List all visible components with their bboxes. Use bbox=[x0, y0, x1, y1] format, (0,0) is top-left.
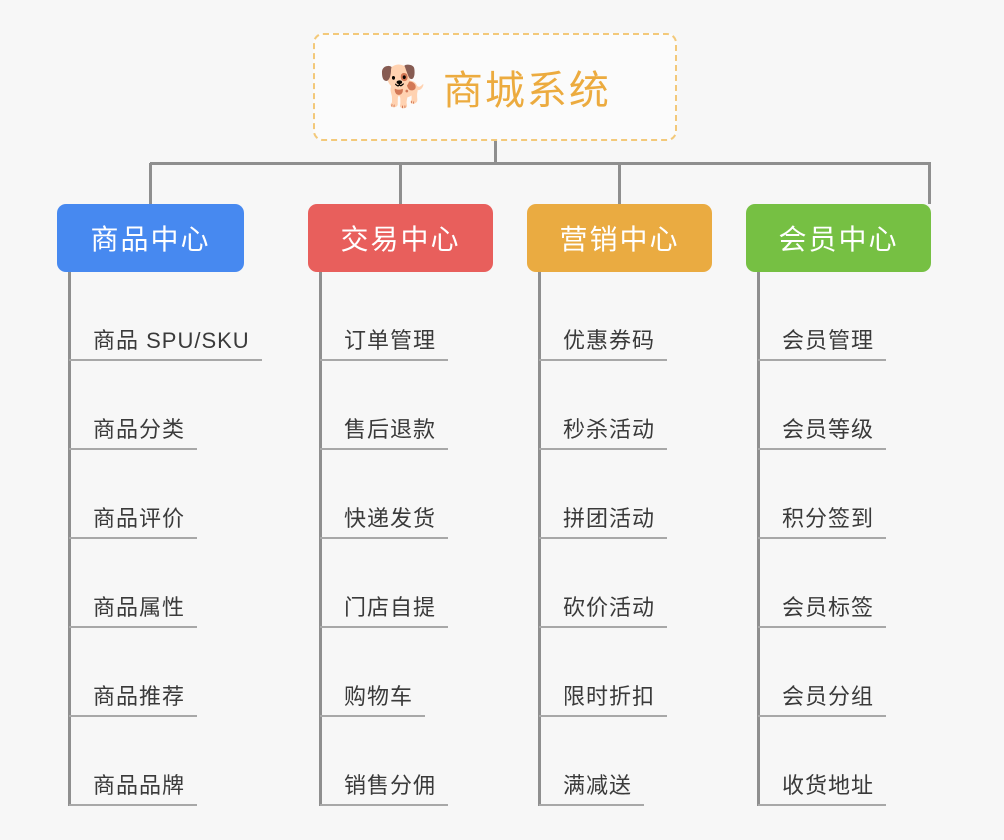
leaf-underline bbox=[320, 359, 448, 361]
leaf-label: 会员分组 bbox=[782, 684, 875, 709]
leaf-underline bbox=[69, 715, 197, 717]
page-title: 商城系统 bbox=[442, 69, 611, 113]
leaf-underline bbox=[758, 448, 886, 450]
leaf-underline bbox=[69, 359, 262, 361]
leaf-label: 快递发货 bbox=[344, 506, 437, 531]
leaf-label: 会员等级 bbox=[782, 417, 875, 442]
leaf-node[interactable]: 优惠券码 bbox=[527, 272, 712, 361]
leaf-underline bbox=[320, 448, 448, 450]
leaf-node[interactable]: 商品属性 bbox=[57, 539, 244, 628]
leaf-node[interactable]: 会员管理 bbox=[746, 272, 931, 361]
leaf-underline bbox=[69, 448, 197, 450]
leaf-underline bbox=[320, 626, 448, 628]
leaf-label: 购物车 bbox=[344, 684, 414, 709]
branch-node[interactable]: 商品中心 bbox=[57, 204, 244, 272]
leaf-label: 订单管理 bbox=[344, 328, 437, 353]
leaf-label: 销售分佣 bbox=[344, 773, 437, 798]
leaf-node[interactable]: 积分签到 bbox=[746, 450, 931, 539]
leaf-label: 积分签到 bbox=[782, 506, 875, 531]
leaf-node[interactable]: 砍价活动 bbox=[527, 539, 712, 628]
branch-column: 会员中心会员管理会员等级积分签到会员标签会员分组收货地址 bbox=[746, 204, 931, 806]
branch-spine bbox=[538, 272, 541, 806]
leaf-node[interactable]: 商品评价 bbox=[57, 450, 244, 539]
leaf-node[interactable]: 销售分佣 bbox=[308, 717, 493, 806]
leaf-label: 收货地址 bbox=[782, 773, 875, 798]
leaf-list: 订单管理售后退款快递发货门店自提购物车销售分佣 bbox=[308, 272, 493, 806]
leaf-label: 限时折扣 bbox=[563, 684, 656, 709]
leaf-node[interactable]: 商品 SPU/SKU bbox=[57, 272, 262, 361]
leaf-underline bbox=[69, 804, 197, 806]
leaf-node[interactable]: 商品推荐 bbox=[57, 628, 244, 717]
leaf-node[interactable]: 门店自提 bbox=[308, 539, 493, 628]
leaf-node[interactable]: 拼团活动 bbox=[527, 450, 712, 539]
leaf-list: 优惠券码秒杀活动拼团活动砍价活动限时折扣满减送 bbox=[527, 272, 712, 806]
branch-node[interactable]: 营销中心 bbox=[527, 204, 712, 272]
leaf-node[interactable]: 秒杀活动 bbox=[527, 361, 712, 450]
leaf-underline bbox=[539, 715, 667, 717]
leaf-node[interactable]: 商品品牌 bbox=[57, 717, 244, 806]
leaf-node[interactable]: 收货地址 bbox=[746, 717, 931, 806]
leaf-underline bbox=[320, 537, 448, 539]
branch-spine bbox=[757, 272, 760, 806]
leaf-label: 商品 SPU/SKU bbox=[93, 328, 250, 353]
leaf-underline bbox=[539, 448, 667, 450]
leaf-label: 门店自提 bbox=[344, 595, 437, 620]
leaf-underline bbox=[758, 537, 886, 539]
branch-node[interactable]: 会员中心 bbox=[746, 204, 931, 272]
leaf-underline bbox=[758, 359, 886, 361]
leaf-label: 商品分类 bbox=[93, 417, 186, 442]
leaf-label: 拼团活动 bbox=[563, 506, 656, 531]
leaf-node[interactable]: 会员分组 bbox=[746, 628, 931, 717]
branch-node[interactable]: 交易中心 bbox=[308, 204, 493, 272]
leaf-underline bbox=[539, 537, 667, 539]
root-node[interactable]: 🐕 商城系统 bbox=[313, 33, 677, 141]
leaf-node[interactable]: 限时折扣 bbox=[527, 628, 712, 717]
leaf-label: 售后退款 bbox=[344, 417, 437, 442]
branch-spine bbox=[319, 272, 322, 806]
leaf-node[interactable]: 订单管理 bbox=[308, 272, 493, 361]
leaf-node[interactable]: 满减送 bbox=[527, 717, 712, 806]
leaf-node[interactable]: 购物车 bbox=[308, 628, 493, 717]
leaf-underline bbox=[69, 626, 197, 628]
leaf-label: 商品属性 bbox=[93, 595, 186, 620]
leaf-label: 商品评价 bbox=[93, 506, 186, 531]
branch-column: 营销中心优惠券码秒杀活动拼团活动砍价活动限时折扣满减送 bbox=[527, 204, 712, 806]
leaf-underline bbox=[539, 359, 667, 361]
leaf-underline bbox=[320, 715, 425, 717]
leaf-label: 优惠券码 bbox=[563, 328, 656, 353]
branch-column: 商品中心商品 SPU/SKU 商品分类商品评价商品属性商品推荐商品品牌 bbox=[57, 204, 262, 806]
leaf-node[interactable]: 会员标签 bbox=[746, 539, 931, 628]
leaf-underline bbox=[320, 804, 448, 806]
leaf-label: 商品品牌 bbox=[93, 773, 186, 798]
leaf-label: 商品推荐 bbox=[93, 684, 186, 709]
leaf-label: 会员管理 bbox=[782, 328, 875, 353]
leaf-list: 商品 SPU/SKU 商品分类商品评价商品属性商品推荐商品品牌 bbox=[57, 272, 262, 806]
branch-column: 交易中心订单管理售后退款快递发货门店自提购物车销售分佣 bbox=[308, 204, 493, 806]
leaf-underline bbox=[758, 804, 886, 806]
leaf-underline bbox=[758, 715, 886, 717]
branch-spine bbox=[68, 272, 71, 806]
leaf-node[interactable]: 商品分类 bbox=[57, 361, 244, 450]
leaf-underline bbox=[539, 626, 667, 628]
leaf-label: 会员标签 bbox=[782, 595, 875, 620]
leaf-node[interactable]: 会员等级 bbox=[746, 361, 931, 450]
leaf-label: 秒杀活动 bbox=[563, 417, 656, 442]
leaf-underline bbox=[69, 537, 197, 539]
leaf-label: 砍价活动 bbox=[563, 595, 656, 620]
leaf-underline bbox=[758, 626, 886, 628]
leaf-underline bbox=[539, 804, 644, 806]
shiba-dog-icon: 🐕 bbox=[379, 65, 429, 109]
leaf-list: 会员管理会员等级积分签到会员标签会员分组收货地址 bbox=[746, 272, 931, 806]
leaf-node[interactable]: 售后退款 bbox=[308, 361, 493, 450]
leaf-label: 满减送 bbox=[563, 773, 633, 798]
leaf-node[interactable]: 快递发货 bbox=[308, 450, 493, 539]
